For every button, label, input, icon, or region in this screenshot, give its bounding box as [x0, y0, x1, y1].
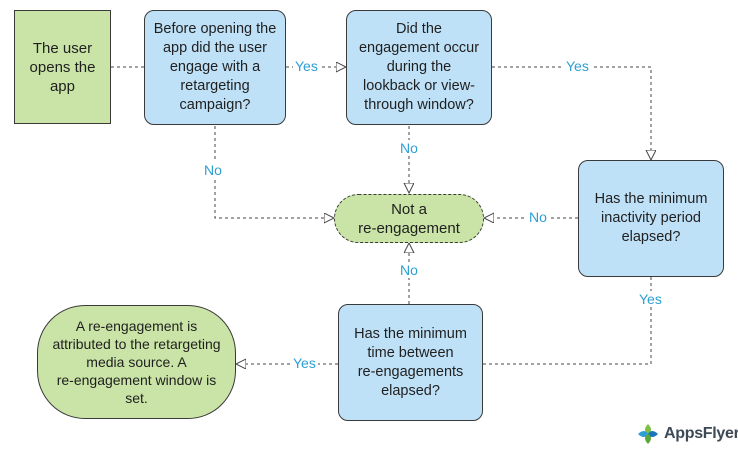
node-not-a-reengagement: Not a re-engagement: [334, 194, 484, 243]
edge-label-window-yes: Yes: [564, 58, 591, 74]
node-time-between-decision: Has the minimum time between re-engageme…: [338, 304, 483, 421]
edge-label-engage-no: No: [202, 162, 224, 178]
appsflyer-logo-text: AppsFlyer: [664, 425, 738, 442]
node-reengagement-attributed: A re-engagement is attributed to the ret…: [37, 305, 236, 419]
node-engaged-retargeting-decision: Before opening the app did the user enga…: [144, 10, 286, 125]
edge-engage-no-to-notre: [214, 126, 334, 218]
appsflyer-logo: AppsFlyer: [636, 422, 738, 446]
edge-label-window-no: No: [398, 140, 420, 156]
appsflyer-wings-icon: [638, 424, 658, 444]
edge-window-yes-to-inactivity: [492, 66, 651, 160]
node-inactivity-period-decision: Has the minimum inactivity period elapse…: [578, 160, 724, 277]
edge-label-time-no: No: [398, 262, 420, 278]
edge-label-time-yes: Yes: [291, 355, 318, 371]
edge-label-inactivity-yes: Yes: [637, 291, 664, 307]
edge-inactivity-yes-to-time: [483, 277, 652, 365]
edge-label-engage-yes: Yes: [293, 58, 320, 74]
node-user-opens-app: The user opens the app: [14, 10, 111, 124]
node-engagement-window-decision: Did the engagement occur during the look…: [346, 10, 492, 125]
edge-label-inactivity-no: No: [527, 209, 549, 225]
